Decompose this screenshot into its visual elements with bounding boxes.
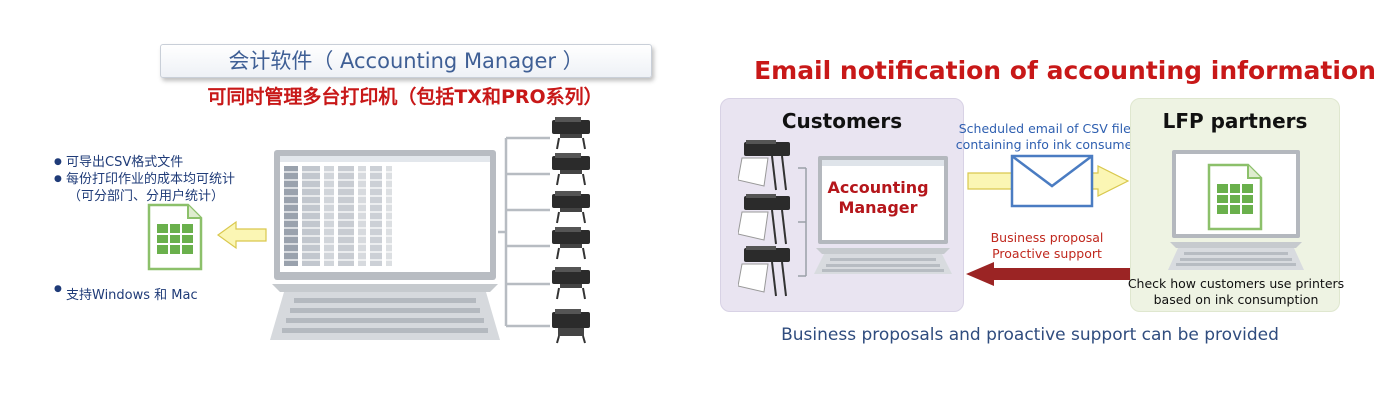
left-title: 会计软件（ Accounting Manager ） (160, 44, 652, 78)
laptop-monitor-icon (814, 156, 952, 274)
printer-icon (552, 191, 590, 224)
right-title: Email notification of accounting informa… (754, 56, 1376, 85)
accounting-label-line: Accounting (827, 178, 929, 197)
envelope-icon (1010, 154, 1094, 208)
bottom-caption: Business proposals and proactive support… (781, 325, 1279, 345)
printer-icon (552, 267, 590, 300)
email-note-line: Scheduled email of CSV files (958, 121, 1138, 136)
printer-icon (738, 140, 790, 191)
check-note: Check how customers use printers based o… (1126, 276, 1346, 308)
feature-item: 可导出CSV格式文件 (54, 154, 235, 171)
arrow-left-icon (216, 220, 267, 250)
printer-icon (552, 153, 590, 186)
email-note-line: containing info ink consumed (955, 137, 1141, 152)
printer-icon (738, 194, 790, 245)
printer-icon (738, 246, 790, 297)
check-note-line: Check how customers use printers (1127, 276, 1345, 291)
left-subtitle: 可同时管理多台打印机（包括TX和PRO系列） (207, 86, 603, 108)
accounting-label-line: Manager (838, 198, 918, 217)
feature-list: 可导出CSV格式文件 每份打印作业的成本均可统计 （可分部门、分用户统计） (54, 154, 235, 205)
lfp-title: LFP partners (1162, 109, 1308, 133)
printer-connector (798, 167, 807, 277)
proposal-line: Business proposal (990, 230, 1104, 245)
printer-icon (552, 309, 590, 344)
customers-title: Customers (781, 109, 903, 133)
printer-icon (552, 227, 590, 260)
os-support: 支持Windows 和 Mac (54, 284, 198, 303)
accounting-manager-label: Accounting Manager (822, 178, 934, 218)
proposal-note: Business proposal Proactive support (976, 230, 1118, 262)
feature-item: （可分部门、分用户统计） (68, 189, 225, 204)
printer-icon (552, 117, 590, 150)
csv-file-icon (1207, 163, 1263, 231)
check-note-line: based on ink consumption (1153, 292, 1319, 307)
csv-file-icon (147, 203, 203, 271)
proposal-line: Proactive support (992, 246, 1102, 261)
feature-item: 每份打印作业的成本均可统计 (54, 171, 235, 188)
email-note: Scheduled email of CSV files containing … (950, 121, 1146, 153)
laptop-monitor-icon (270, 150, 500, 340)
printer-connector (498, 136, 550, 328)
arrow-left-icon (966, 262, 1130, 286)
